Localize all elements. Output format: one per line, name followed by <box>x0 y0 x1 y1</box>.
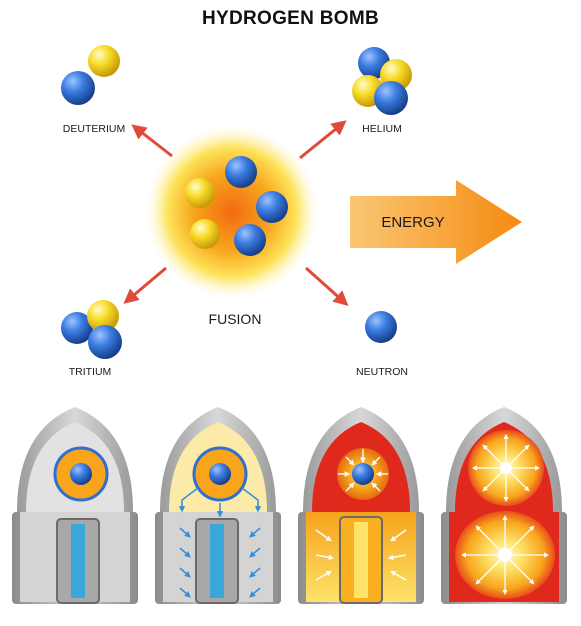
tritium-atom <box>61 300 122 359</box>
arrow-to-tritium <box>123 266 167 304</box>
deuterium-atom <box>61 45 120 105</box>
stage-3-heating <box>298 407 424 604</box>
arrow-to-neutron <box>304 266 349 307</box>
fusion-arrows <box>123 120 349 307</box>
x-ray-arrows <box>178 487 262 598</box>
helium-atom <box>352 47 412 115</box>
arrow-to-deuterium <box>131 124 173 158</box>
stage-1-intact <box>12 407 138 604</box>
page-title: HYDROGEN BOMB <box>201 8 379 29</box>
label-fusion: FUSION <box>208 311 262 327</box>
label-helium: HELIUM <box>362 123 402 135</box>
arrow-to-helium <box>299 120 347 160</box>
label-neutron: NEUTRON <box>356 366 408 378</box>
label-tritium: TRITIUM <box>68 366 112 378</box>
proton-particle <box>185 178 215 208</box>
stage-2-x-rays <box>155 407 281 604</box>
stage-4-explosion <box>441 407 567 604</box>
label-deuterium: DEUTERIUM <box>62 123 126 135</box>
proton-particle <box>190 219 220 249</box>
energy-arrow <box>350 180 522 264</box>
heat-arrows <box>315 449 407 581</box>
label-energy: ENERGY <box>381 214 445 231</box>
neutron-atom <box>365 311 397 343</box>
neutron-particle <box>225 156 257 188</box>
fusion-core <box>146 126 318 298</box>
neutron-particle <box>234 224 266 256</box>
neutron-particle <box>256 191 288 223</box>
